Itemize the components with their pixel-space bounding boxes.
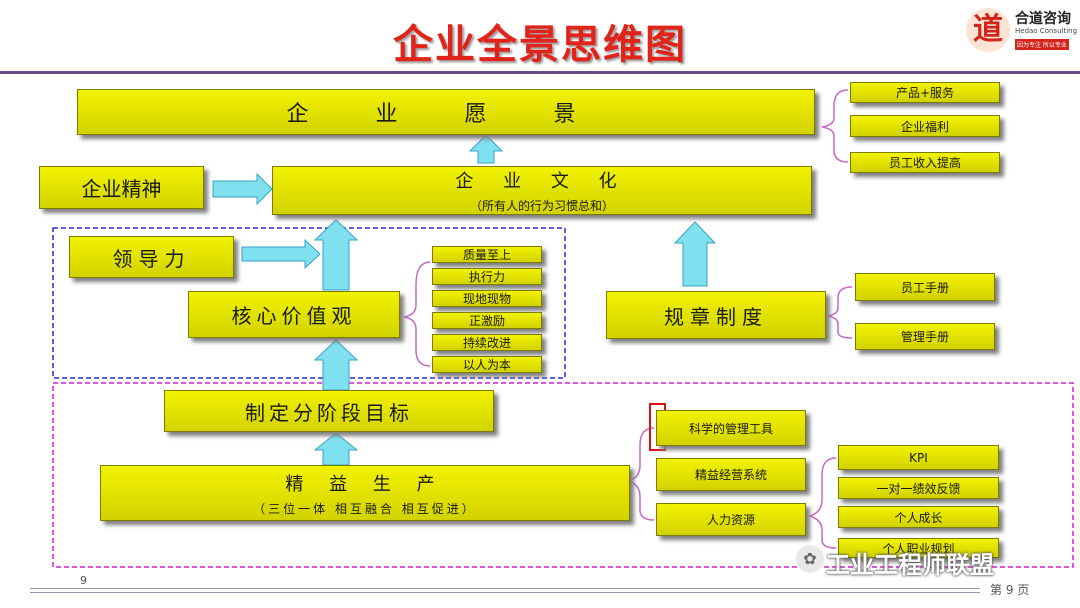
logo-mark: 道: [966, 8, 1010, 52]
hr-item: 个人职业规划: [838, 538, 999, 558]
arrow-lean-to-goals: [313, 432, 359, 466]
company-logo: 道 合道咨询 Hedao Consulting 因为专注 所以专业: [962, 6, 1078, 56]
lean-title: 精 益 生 产: [285, 473, 445, 495]
values-brace: [403, 261, 431, 367]
lean-subtitle: （三位一体 相互融合 相互促进）: [253, 501, 477, 516]
watermark: 工业工程师联盟: [826, 551, 994, 579]
page-label: 第 9 页: [990, 583, 1030, 597]
goals-box: 制定分阶段目标: [164, 390, 494, 432]
logo-en: Hedao Consulting: [1015, 27, 1078, 35]
culture-box: 企 业 文 化 （所有人的行为习惯总和）: [272, 166, 812, 215]
value-item: 正激励: [432, 312, 542, 329]
vision-item: 员工收入提高: [850, 152, 1000, 173]
logo-slogan: 因为专注 所以专业: [1015, 39, 1069, 50]
rule-item: 员工手册: [855, 273, 995, 301]
arrow-culture-to-vision: [468, 134, 504, 164]
leadership-region: [52, 227, 566, 379]
value-item: 质量至上: [432, 246, 542, 263]
vision-brace: [821, 89, 849, 163]
footer-line: [30, 592, 980, 593]
arrow-leadership-to-values: [241, 238, 321, 270]
vision-item: 企业福利: [850, 115, 1000, 137]
value-item: 持续改进: [432, 334, 542, 351]
value-item: 现地现物: [432, 290, 542, 307]
core-values-box: 核心价值观: [188, 291, 400, 338]
vision-box: 企 业 愿 景: [77, 89, 815, 135]
tool-item: 人力资源: [656, 503, 806, 536]
tool-item: 精益经营系统: [656, 458, 806, 491]
page-title: 企业全景思维图: [393, 22, 687, 68]
production-region: [52, 382, 1074, 568]
rules-box: 规章制度: [606, 291, 826, 339]
arrow-spirit-to-culture: [212, 172, 273, 206]
hr-item: 个人成长: [838, 506, 999, 528]
header-divider: [0, 71, 1080, 74]
rule-item: 管理手册: [855, 323, 995, 350]
vision-label: 企 业 愿 景: [286, 102, 606, 127]
arrow-rules-to-culture: [673, 221, 717, 287]
value-item: 以人为本: [432, 356, 542, 373]
arrow-values-to-culture: [313, 219, 359, 291]
hr-brace: [807, 457, 837, 549]
footer-line: [30, 588, 980, 589]
leadership-box: 领导力: [69, 236, 234, 278]
culture-subtitle: （所有人的行为习惯总和）: [469, 199, 614, 213]
hr-item: 一对一绩效反馈: [838, 477, 999, 499]
hr-item: KPI: [838, 445, 999, 470]
vision-item: 产品+服务: [850, 82, 1000, 103]
value-item: 执行力: [432, 268, 542, 285]
wechat-icon: ✿: [796, 545, 824, 573]
page-number: 9: [80, 574, 87, 587]
spirit-box: 企业精神: [39, 166, 204, 209]
culture-title: 企 业 文 化: [455, 171, 629, 192]
rules-brace: [827, 286, 853, 339]
lean-box: 精 益 生 产 （三位一体 相互融合 相互促进）: [100, 465, 630, 521]
tool-item: 科学的管理工具: [656, 410, 806, 446]
logo-name: 合道咨询: [1015, 11, 1071, 27]
